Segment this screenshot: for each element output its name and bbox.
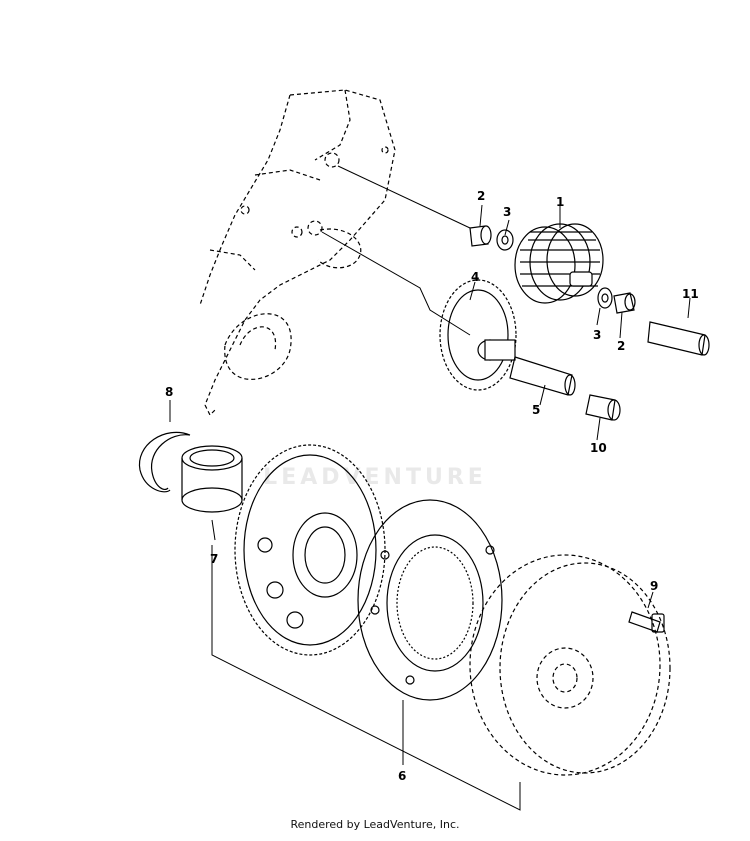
callout-7: 7 [210,552,218,566]
drive-gear [439,279,517,391]
callout-3-upper: 3 [503,205,511,219]
snap-ring [138,431,191,493]
footer-credit: Rendered by LeadVenture, Inc. [290,818,460,831]
washer-upper [496,229,514,251]
watermark: LEADVENTURE [263,465,487,490]
bushing-10 [585,394,621,421]
callout-9: 9 [650,579,658,593]
flywheel [469,554,671,776]
callout-1: 1 [556,195,564,209]
large-gear [234,444,386,656]
washer-lower [597,287,613,309]
shaft-11 [647,321,710,356]
callout-10: 10 [590,441,607,455]
callout-5: 5 [532,403,540,417]
needle-bearing [181,445,243,513]
bushing-lower [613,292,636,314]
engine-housing [199,89,396,417]
callout-2-lower: 2 [617,339,625,353]
callout-6: 6 [398,769,406,783]
bushing-upper [469,225,492,247]
leader-lines [169,165,691,811]
callouts: 1 2 3 4 11 3 2 5 10 8 7 9 6 [165,189,699,783]
one-way-clutch-ring [357,499,503,701]
callout-8: 8 [165,385,173,399]
callout-2-upper: 2 [477,189,485,203]
callout-3-lower: 3 [593,328,601,342]
callout-11: 11 [682,287,699,301]
callout-4: 4 [471,270,479,284]
bolt-9 [628,611,665,633]
clutch-pack [514,223,604,304]
shaft-5 [509,356,576,396]
